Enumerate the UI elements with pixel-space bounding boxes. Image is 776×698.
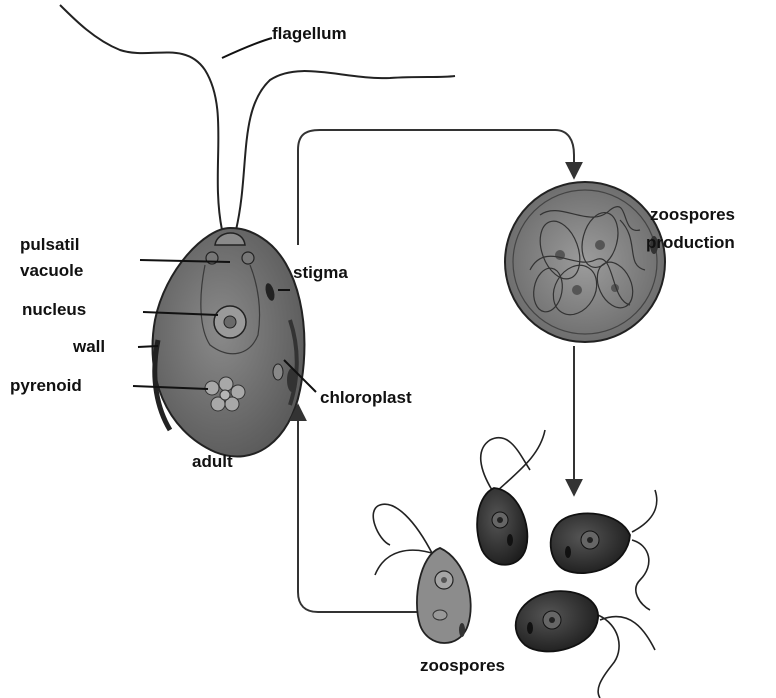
label-flagellum: flagellum [272, 24, 347, 44]
label-vacuole: vacuole [20, 261, 83, 281]
zoospores-group [373, 430, 657, 698]
label-adult: adult [192, 452, 233, 472]
zoospore-light [373, 504, 470, 643]
label-zoospores-production-line2: production [646, 233, 735, 253]
label-nucleus: nucleus [22, 300, 86, 320]
label-stigma: stigma [293, 263, 348, 283]
arrow-zoospores-to-adult [298, 405, 420, 612]
flagellum-left [60, 5, 222, 230]
flagellum-right [236, 71, 455, 230]
zoospore-dark-top [477, 430, 545, 565]
zoospore-sporangium [505, 182, 665, 342]
label-pyrenoid: pyrenoid [10, 376, 82, 396]
label-zoospores: zoospores [420, 656, 505, 676]
label-chloroplast: chloroplast [320, 388, 412, 408]
label-wall: wall [73, 337, 105, 357]
label-pulsatil: pulsatil [20, 235, 80, 255]
zoospore-dark-bottom [516, 591, 655, 698]
label-zoospores-production-line1: zoospores [650, 205, 735, 225]
